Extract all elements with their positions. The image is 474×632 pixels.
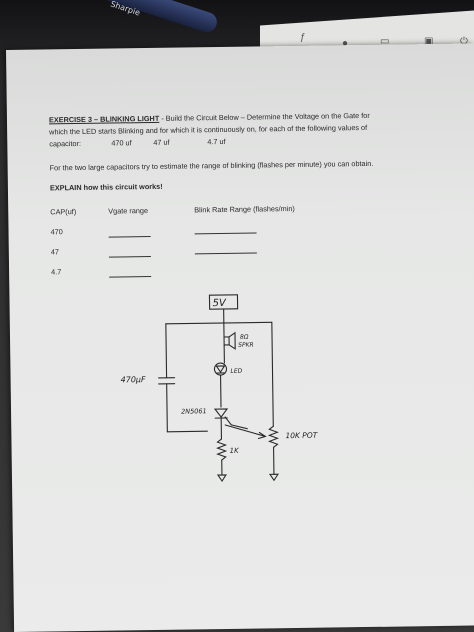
led-label: LED (230, 368, 242, 375)
speaker-symbol (223, 336, 230, 346)
speaker-label: 8Ω (240, 334, 249, 341)
resistor-1k (216, 438, 228, 461)
key-glyph: ▭ (380, 36, 390, 47)
worksheet-paper: EXERCISE 3 – BLINKING LIGHT - Build the … (6, 43, 474, 632)
supply-label: 5V (212, 298, 227, 309)
key-glyph: ▣ (424, 36, 434, 47)
potentiometer (267, 425, 280, 448)
speaker-label: SPKR (238, 342, 254, 349)
circuit-schematic: 5V 8Ω SPKR LED 470μF 2N5061 10K POT 1K (121, 294, 319, 483)
pot-label: 10K POT (285, 431, 318, 440)
key-glyph: ƒ (300, 32, 306, 43)
capacitor-label: 470μF (121, 375, 146, 384)
power-icon: ⏻ (460, 36, 468, 47)
scr-symbol (213, 408, 229, 418)
lock-icon: ● (342, 38, 349, 49)
transistor-label: 2N5061 (181, 407, 207, 415)
resistor-label: 1K (230, 447, 241, 455)
